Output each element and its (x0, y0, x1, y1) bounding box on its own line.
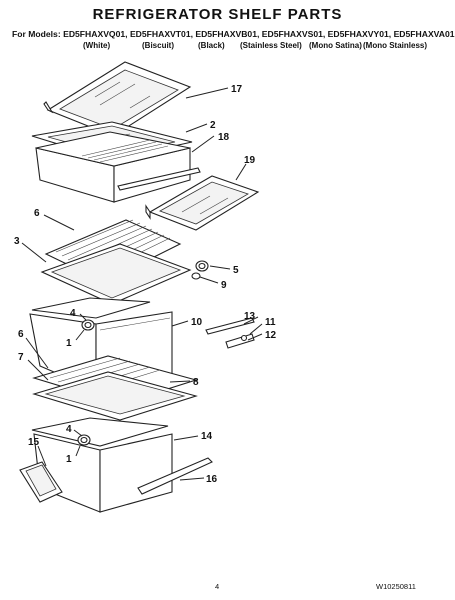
shelf-spacer-parts (191, 260, 209, 280)
color-white: (White) (83, 41, 111, 50)
page-title: REFRIGERATOR SHELF PARTS (92, 6, 343, 23)
callout-3: 3 (14, 236, 20, 247)
upper-crisper-drawer (35, 131, 191, 203)
callout-4-lower: 4 (66, 424, 72, 435)
color-stainless-steel: (Stainless Steel) (240, 41, 302, 50)
callout-2: 2 (210, 120, 216, 131)
callout-15: 15 (28, 437, 40, 448)
callout-19: 19 (244, 155, 256, 166)
callout-13: 13 (244, 311, 256, 322)
lower-glass-shelf-frame (32, 371, 198, 421)
color-mono-stainless: (Mono Stainless) (363, 41, 428, 50)
glass-shelf-frame (40, 243, 192, 305)
callout-17: 17 (231, 84, 243, 95)
document-number: W10250811 (376, 582, 416, 591)
callout-12: 12 (265, 330, 277, 341)
color-mono-satina: (Mono Satina) (309, 41, 362, 50)
callout-4: 4 (70, 308, 76, 319)
callout-1-lower: 1 (66, 454, 72, 465)
page-number: 4 (215, 582, 220, 591)
callout-8: 8 (193, 377, 199, 388)
color-black: (Black) (198, 41, 225, 50)
callout-1: 1 (66, 338, 72, 349)
lower-slide-rail (137, 457, 213, 495)
callout-7: 7 (18, 352, 24, 363)
callout-6-lower: 6 (18, 329, 24, 340)
callout-14: 14 (201, 431, 213, 442)
callout-16: 16 (206, 474, 218, 485)
color-biscuit: (Biscuit) (142, 41, 174, 50)
callout-18: 18 (218, 132, 230, 143)
lower-crisper-drawer (31, 417, 173, 513)
callout-11: 11 (265, 317, 276, 328)
top-glass-shelf (43, 61, 192, 137)
models-line: For Models: ED5FHAXVQ01, ED5FHAXVT01, ED… (12, 29, 455, 39)
upper-slide-rail (117, 167, 201, 191)
leader-lines (21, 87, 263, 481)
slide-rail-assembly (205, 317, 255, 349)
right-glass-shelf (145, 175, 260, 231)
callout-5: 5 (233, 265, 239, 276)
callout-10: 10 (191, 317, 203, 328)
callout-9: 9 (221, 280, 227, 291)
exploded-parts-diagram: 17 2 18 19 6 3 5 9 4 1 10 13 11 12 6 8 7… (14, 61, 277, 513)
callout-6: 6 (34, 208, 40, 219)
drawer-label-panel (19, 461, 63, 503)
